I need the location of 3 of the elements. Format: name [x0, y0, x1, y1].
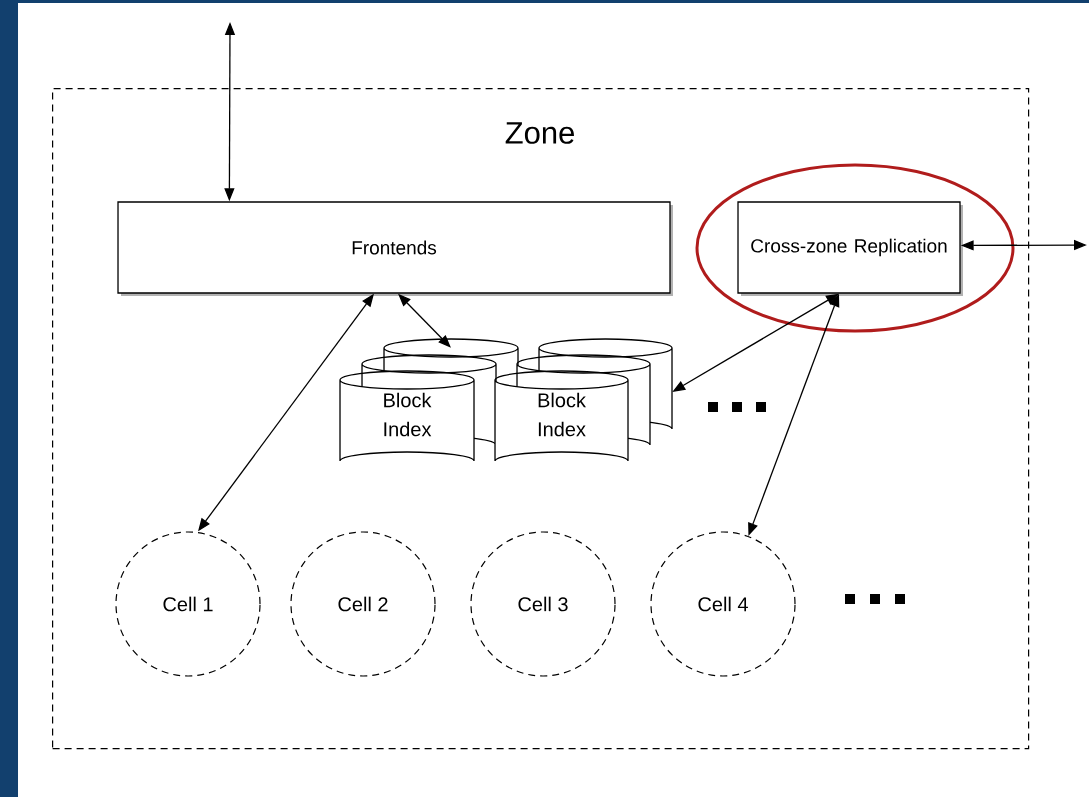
database-cylinders: Block Index: [494, 338, 673, 462]
process-box: Cross-zone Replication: [737, 201, 963, 296]
process-box: Frontends: [117, 201, 673, 296]
